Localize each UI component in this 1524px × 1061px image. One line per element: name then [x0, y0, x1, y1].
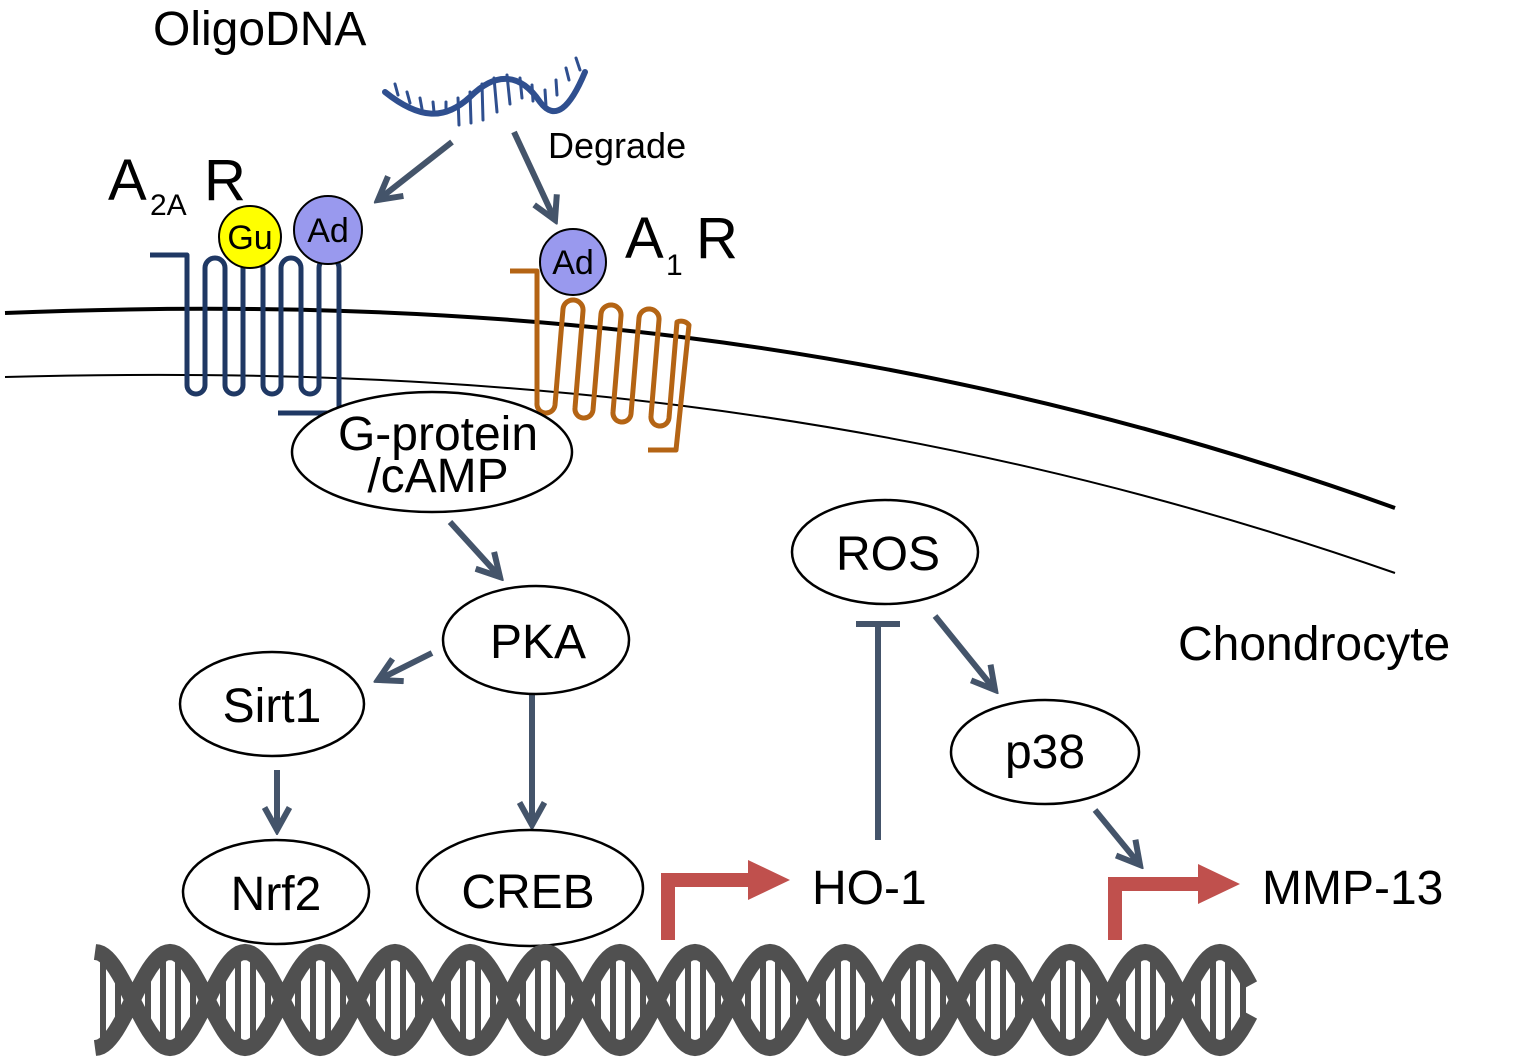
- svg-text:Gu: Gu: [227, 219, 272, 257]
- oligo-dna-icon: [382, 56, 588, 127]
- svg-text:R: R: [696, 206, 738, 271]
- svg-text:Ad: Ad: [552, 244, 594, 282]
- dna-double-helix: [93, 943, 1258, 1057]
- svg-text:PKA: PKA: [490, 616, 586, 669]
- svg-text:ROS: ROS: [836, 528, 940, 581]
- ad-ligand-a1r: Ad: [539, 228, 607, 296]
- nrf2-node: Nrf2: [181, 838, 371, 946]
- svg-text:p38: p38: [1005, 726, 1085, 779]
- creb-node: CREB: [415, 828, 645, 948]
- ad-ligand-a2ar: Ad: [293, 195, 363, 265]
- a1r-label: A 1 R: [625, 206, 738, 282]
- arrow-p38-to-mmp13: [1092, 808, 1140, 865]
- gu-ligand: Gu: [218, 205, 282, 269]
- arrow-pka-to-sirt1: [378, 650, 434, 680]
- svg-text:G-protein: G-protein: [338, 408, 538, 461]
- a2ar-label: A 2A R: [108, 148, 246, 222]
- transcription-arrow-mmp13: [1108, 864, 1240, 940]
- sirt1-node: Sirt1: [178, 650, 366, 758]
- svg-text:/cAMP: /cAMP: [367, 450, 508, 503]
- pka-node: PKA: [441, 584, 631, 696]
- svg-text:Ad: Ad: [307, 212, 349, 250]
- svg-text:Nrf2: Nrf2: [231, 868, 322, 921]
- dna-strand-1: [93, 943, 1258, 1057]
- inhibition-ho1-to-ros: [856, 621, 900, 840]
- svg-text:A: A: [625, 206, 664, 271]
- a2ar-receptor: [150, 252, 342, 416]
- svg-text:R: R: [204, 148, 246, 213]
- oligo-dna-label: OligoDNA: [153, 3, 366, 56]
- mmp13-gene-label: MMP-13: [1262, 862, 1443, 915]
- cell-membrane: [4, 306, 1396, 574]
- arrow-oligo-to-a2ar: [378, 139, 454, 200]
- arrow-oligo-to-a1r: [511, 130, 555, 220]
- chondrocyte-label: Chondrocyte: [1178, 618, 1450, 671]
- dna-strand-2: [93, 943, 1258, 1057]
- arrow-gprotein-to-pka: [447, 519, 500, 577]
- svg-text:2A: 2A: [150, 189, 187, 222]
- transcription-arrow-ho1: [661, 860, 790, 940]
- ros-node: ROS: [790, 498, 980, 606]
- membrane-inner-line: [4, 373, 1396, 574]
- a1r-receptor: [510, 268, 692, 453]
- ho1-gene-label: HO-1: [812, 862, 927, 915]
- degrade-label: Degrade: [548, 125, 686, 166]
- gprotein-camp-node: G-protein /cAMP: [290, 390, 574, 514]
- arrow-ros-to-p38: [932, 614, 995, 690]
- svg-text:A: A: [108, 148, 147, 213]
- svg-text:1: 1: [666, 249, 683, 282]
- svg-text:Sirt1: Sirt1: [223, 680, 322, 733]
- svg-text:CREB: CREB: [461, 866, 594, 919]
- p38-node: p38: [949, 698, 1141, 806]
